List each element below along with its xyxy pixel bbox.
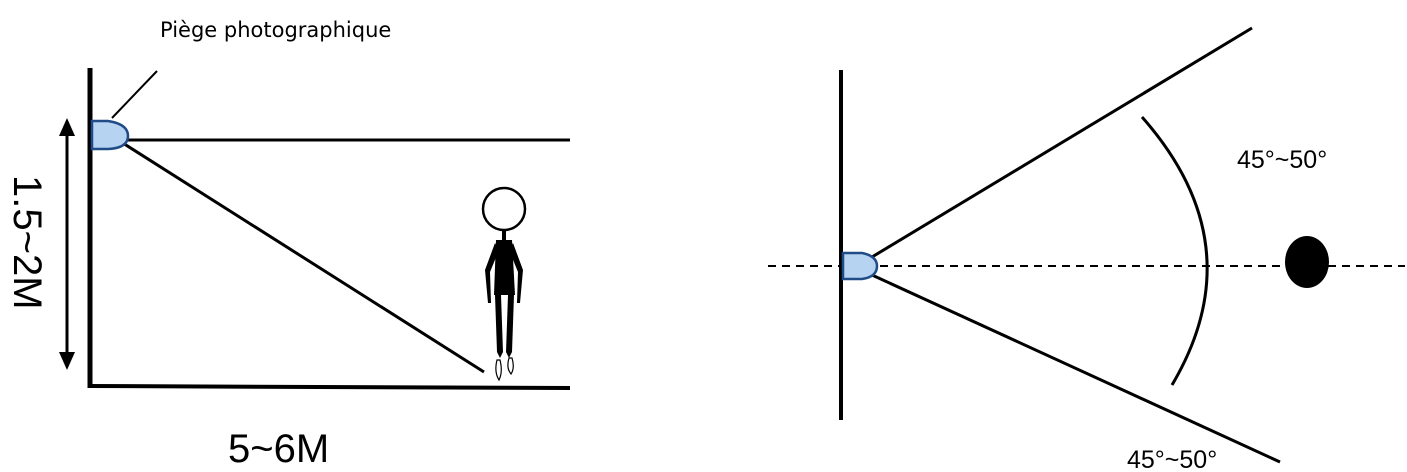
height-double-arrow [59,118,75,370]
fov-upper-line [871,26,1253,259]
camera-top-icon [841,251,879,281]
camera-side-icon [90,119,130,151]
person-figure [481,186,527,382]
height-label: 1.5~2M [5,175,49,310]
angle-label-lower: 45°~50° [1127,446,1217,472]
camera-leader-line [111,70,158,119]
person-head [481,186,527,232]
diagonal-detection-line [117,138,485,374]
distance-label: 5~6M [228,427,329,471]
camera-label: Piège photographique [160,18,391,42]
angle-label-upper: 45°~50° [1237,146,1327,174]
fov-angle-arc [1140,116,1209,386]
side-view-panel: Piège photographique 1.5~2M 5~6M [5,18,571,471]
ground-line [87,384,571,390]
top-view-panel: 45°~50° 45°~50° [768,26,1405,472]
fov-lower-line [871,273,1281,464]
subject-dot [1285,236,1329,288]
